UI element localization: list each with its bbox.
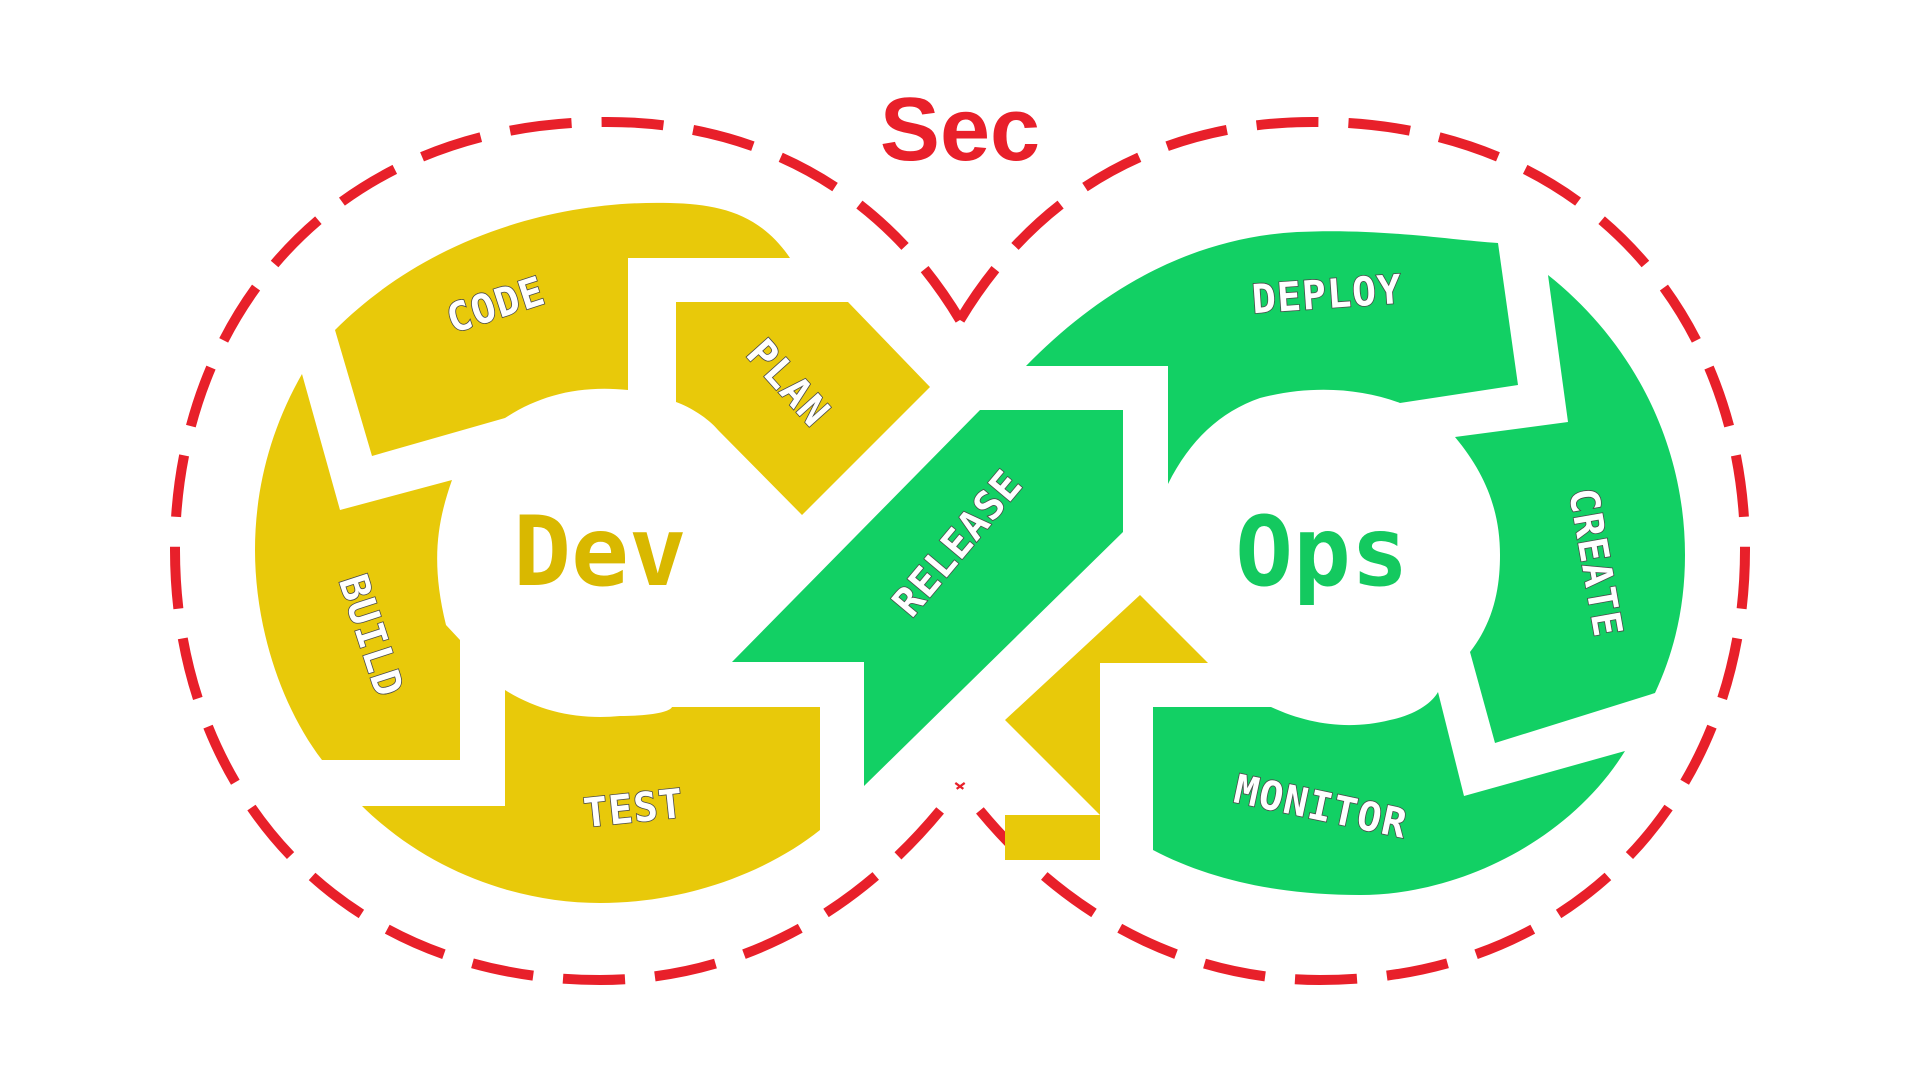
ops-hub-label: Ops [1235, 496, 1408, 608]
dev-segment-test [362, 690, 820, 903]
sec-outline-right-loop [955, 116, 1751, 986]
step-label-test: TEST [581, 781, 686, 837]
dev-segment-build [255, 374, 460, 760]
dev-segment-code [335, 202, 790, 456]
ops-segment-monitor [1153, 692, 1625, 895]
sec-label: Sec [880, 80, 1040, 180]
dev-segment-plan [676, 302, 930, 515]
dev-hub-label: Dev [513, 496, 686, 608]
sec-dashed-outline [169, 116, 1751, 986]
dev-segment-arrow [1005, 595, 1208, 860]
ops-segment-release [732, 410, 1123, 786]
ops-segment-deploy [1026, 231, 1518, 484]
sec-outline-left-loop [169, 116, 965, 986]
dev-cycle [255, 202, 1208, 903]
ops-segment-create [1455, 275, 1685, 743]
ops-cycle [732, 231, 1685, 895]
step-label-deploy: DEPLOY [1250, 267, 1403, 323]
